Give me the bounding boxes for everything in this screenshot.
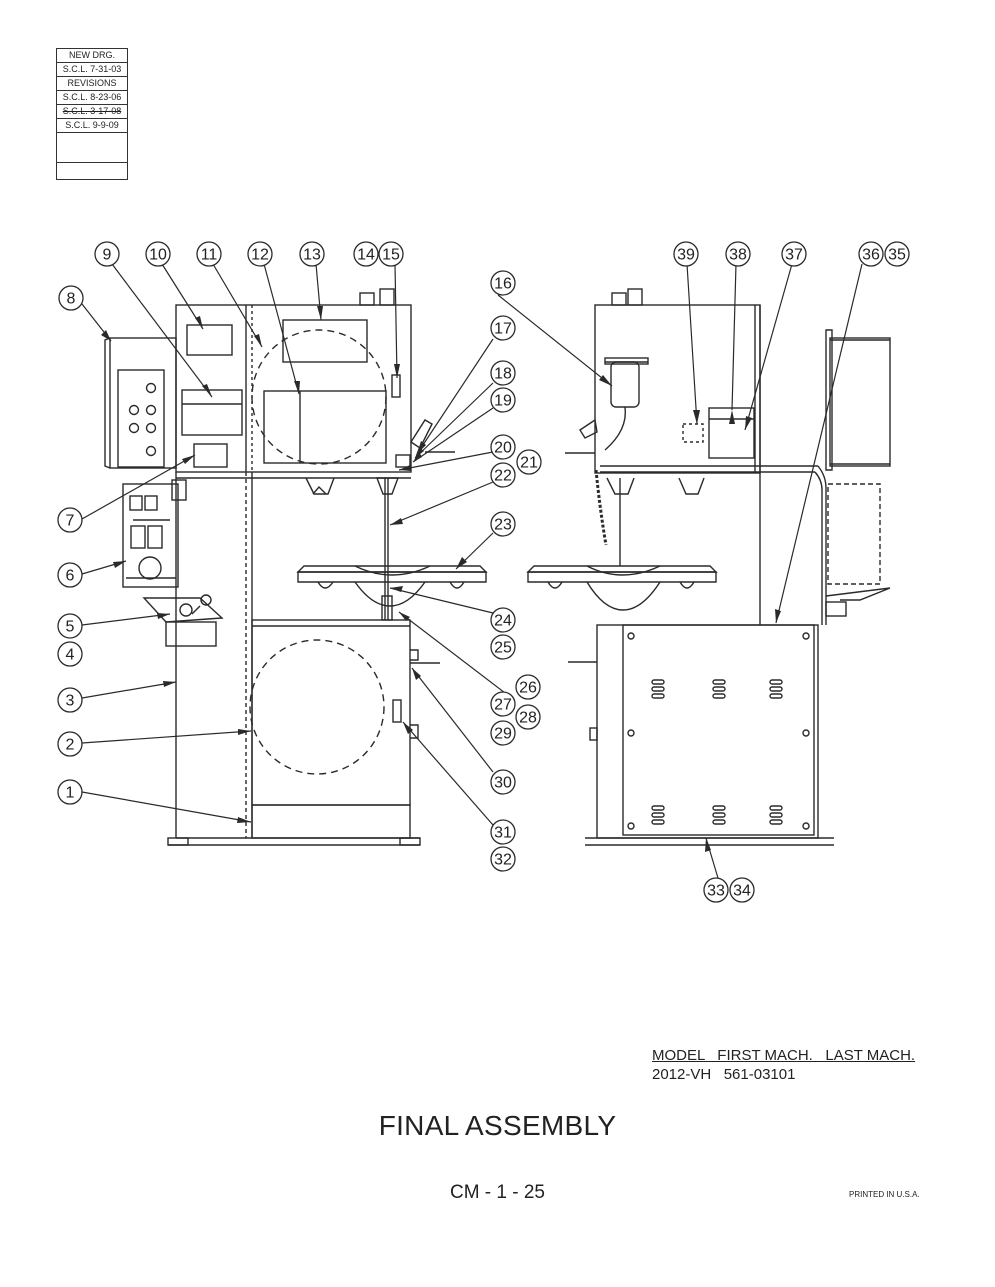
callout-38: 38 [729,247,747,264]
callout-14: 14 [357,247,375,264]
callout-29: 29 [494,726,512,743]
revision-blank-row [57,133,127,163]
callout-1: 1 [66,785,75,802]
callout-21: 21 [520,455,538,472]
callout-32: 32 [494,852,512,869]
callout-24: 24 [494,613,512,630]
callout-27: 27 [494,697,512,714]
callout-16: 16 [494,276,512,293]
callout-8: 8 [67,291,76,308]
revision-entry-struck: S.C.L. 3-17-08 [57,105,127,119]
callout-31: 31 [494,825,512,842]
vent-slots [651,679,783,825]
callout-19: 19 [494,393,512,410]
callout-11: 11 [201,247,218,264]
callout-17: 17 [494,321,512,338]
callout-9: 9 [103,247,112,264]
callout-6: 6 [66,568,75,585]
callout-39: 39 [677,247,695,264]
callout-5: 5 [66,619,75,636]
callout-2: 2 [66,737,75,754]
callout-22: 22 [494,468,512,485]
front-view-machine [104,288,488,846]
callout-10: 10 [149,247,167,264]
revision-block: NEW DRG. S.C.L. 7-31-03 REVISIONS S.C.L.… [56,48,128,180]
callout-25: 25 [494,640,512,657]
model-table: MODEL FIRST MACH. LAST MACH. 2012-VH 561… [652,1046,915,1084]
callout-7: 7 [66,513,75,530]
printed-notice: PRINTED IN U.S.A. [849,1190,920,1199]
callout-33: 33 [707,883,725,900]
leader-lines [81,263,863,879]
callout-35: 35 [888,247,906,264]
drawing-title: FINAL ASSEMBLY [378,1110,617,1141]
callout-36: 36 [862,247,880,264]
new-drg-label: NEW DRG. [57,49,127,63]
callout-37: 37 [785,247,803,264]
leader-arrowheads [101,306,781,852]
revision-entry: S.C.L. 9-9-09 [57,119,127,133]
callout-20: 20 [494,440,512,457]
callout-4: 4 [66,647,75,664]
callout-18: 18 [494,366,512,383]
callout-30: 30 [494,775,512,792]
callout-13: 13 [303,247,321,264]
rear-view-machine [526,288,891,846]
callout-15: 15 [382,247,400,264]
callout-34: 34 [733,883,751,900]
callout-28: 28 [519,710,537,727]
callout-circles [57,241,910,903]
page-number: CM - 1 - 25 [449,1182,546,1203]
callout-26: 26 [519,680,537,697]
callout-23: 23 [494,517,512,534]
callout-12: 12 [251,247,269,264]
callout-3: 3 [66,693,75,710]
new-drg-date: S.C.L. 7-31-03 [57,63,127,77]
revisions-label: REVISIONS [57,77,127,91]
revision-entry: S.C.L. 8-23-06 [57,91,127,105]
model-table-header: MODEL FIRST MACH. LAST MACH. [652,1047,916,1064]
model-table-row: 2012-VH 561-03101 [652,1066,796,1083]
